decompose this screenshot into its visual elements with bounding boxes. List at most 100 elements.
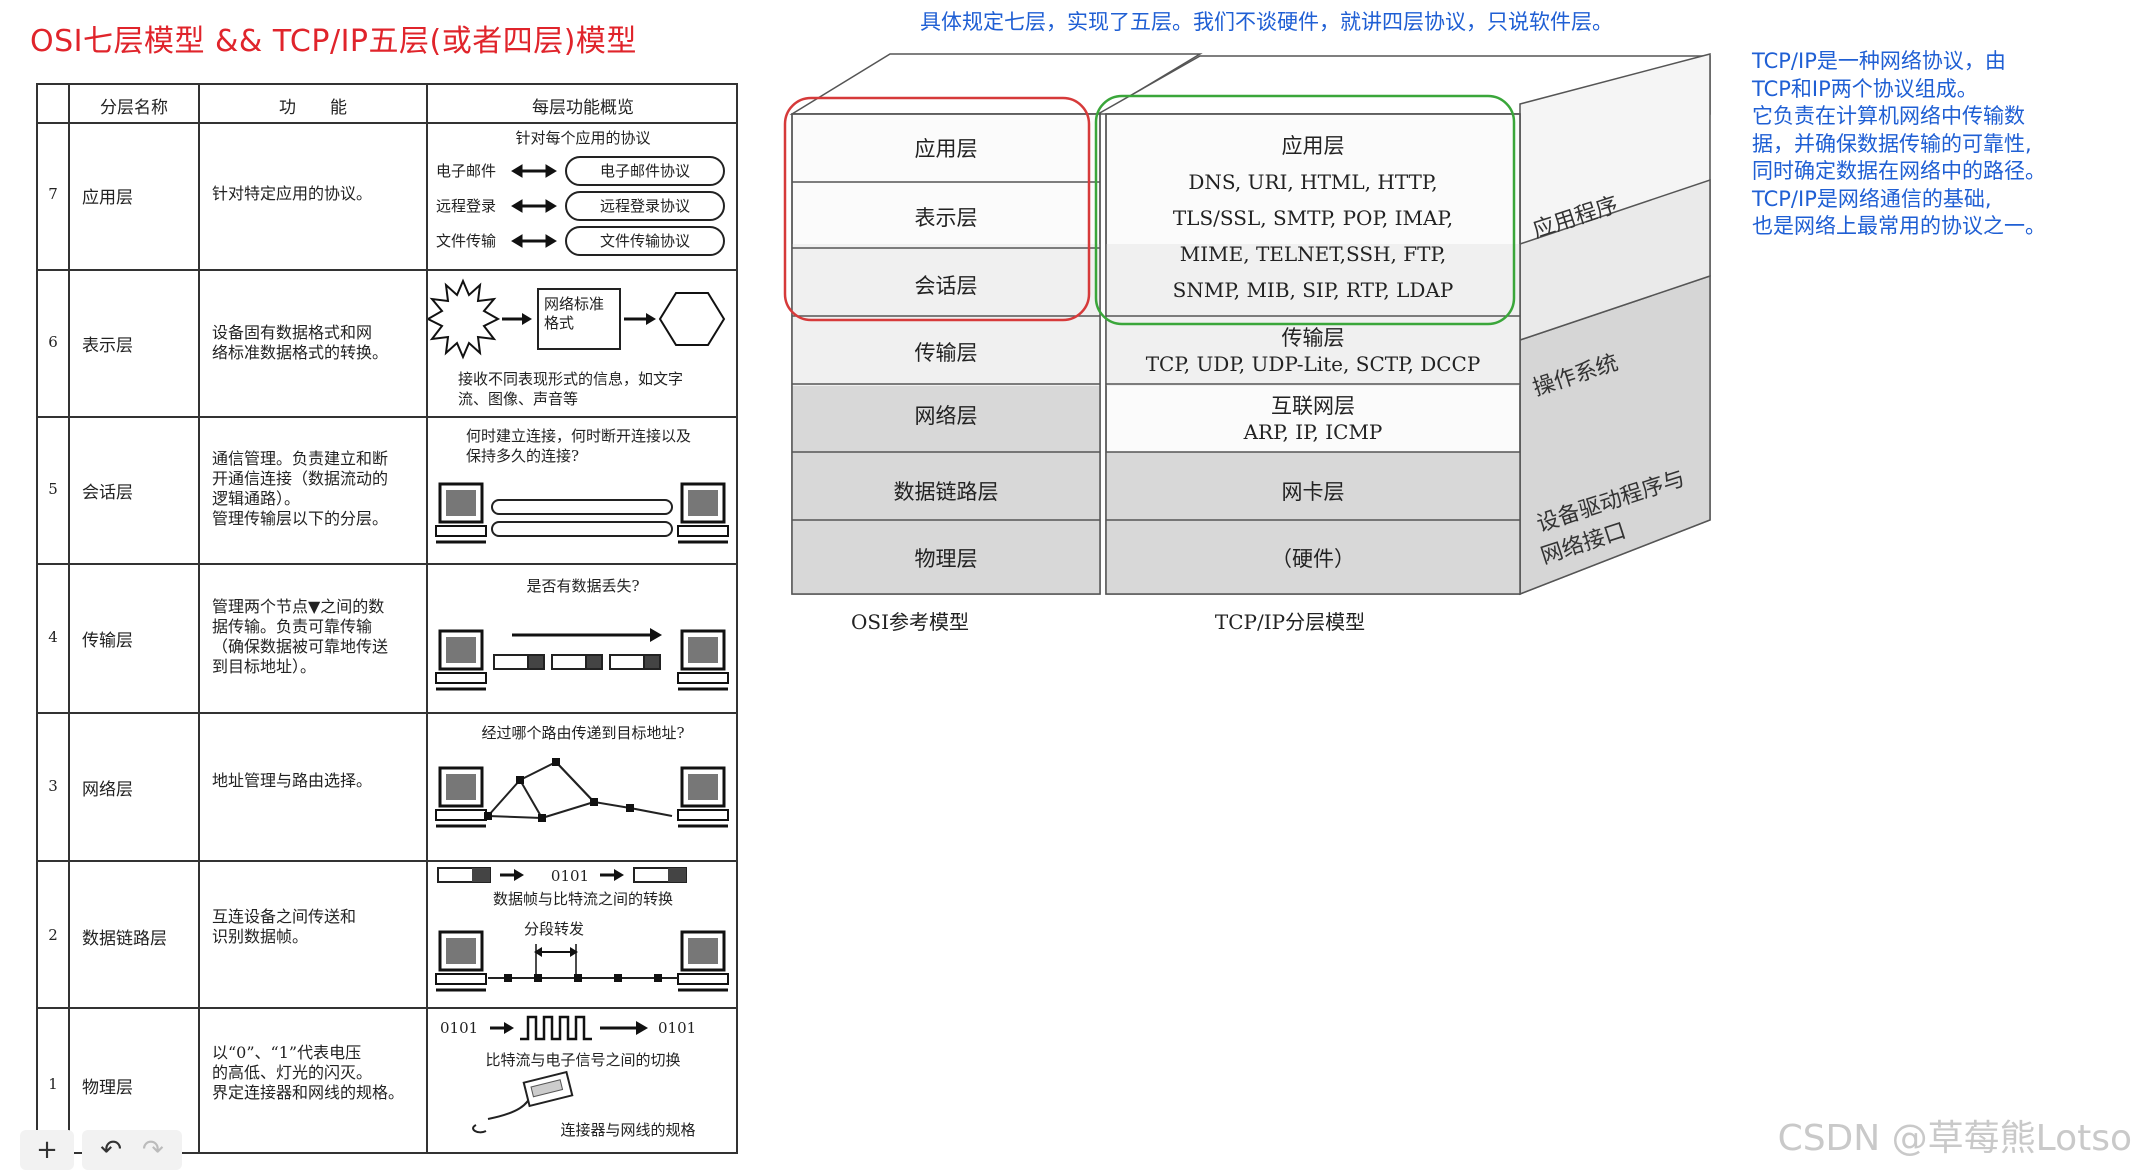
row-function: 管理两个节点▼之间的数 据传输。负责可靠传输 （确保数据被可靠地传送 到目标地址… — [200, 597, 426, 677]
row-number: 1 — [48, 1075, 58, 1093]
computer-icon-left — [435, 629, 487, 691]
row-layer-name: 物理层 — [82, 1078, 133, 1098]
row-number: 7 — [48, 185, 58, 203]
computer-icon-right — [677, 482, 729, 544]
signal-graphic — [472, 1015, 648, 1134]
side-note-line: 据，并确保数据传输的可靠性, — [1752, 131, 2032, 156]
redo-button[interactable]: ↷ — [142, 1135, 164, 1165]
osi-layer-label: 网络层 — [914, 404, 978, 428]
bits-label: 0101 — [658, 1019, 697, 1037]
row-overview-session: 何时建立连接，何时断开连接以及 保持多久的连接? — [428, 418, 738, 563]
overview-caption: 针对每个应用的协议 — [515, 129, 651, 147]
func-line: 络标准数据格式的转换。 — [212, 343, 389, 362]
layer-model-diagram: 应用层 表示层 会话层 传输层 网络层 数据链路层 物理层 应用层 DNS, U… — [780, 40, 1720, 640]
overview-caption: 何时建立连接，何时断开连接以及 保持多久的连接? — [466, 426, 736, 466]
row-overview-presentation: 网络标准 格式 接收不同表现形式的信息，如文字 流、图像、声音等 — [428, 271, 738, 416]
row-layer-name: 网络层 — [82, 780, 133, 800]
protocol-line: TLS/SSL, SMTP, POP, IMAP, — [1172, 206, 1454, 230]
func-line: 逻辑通路）。 — [212, 489, 301, 508]
page-title: OSI七层模型 && TCP/IP五层(或者四层)模型 — [30, 24, 637, 59]
header-layer-name: 分层名称 — [100, 98, 168, 118]
add-button[interactable]: + — [20, 1130, 74, 1170]
row-overview-network: 经过哪个路由传递到目标地址? — [428, 714, 738, 860]
side-note-line: TCP和IP两个协议组成。 — [1752, 76, 1978, 101]
computer-icon-left — [435, 482, 487, 544]
row-function: 以“0”、“1”代表电压 的高低、灯光的闪灭。 界定连接器和网线的规格。 — [200, 1043, 426, 1103]
side-note-line: 也是网络上最常用的协议之一。 — [1752, 214, 2046, 238]
caption-tcp: TCP/IP分层模型 — [1214, 610, 1366, 634]
overview-left-label: 电子邮件 — [436, 162, 497, 180]
overview-caption: 比特流与电子信号之间的切换 — [485, 1051, 681, 1069]
osi-layer-label: 会话层 — [914, 274, 978, 298]
computer-icon-right — [677, 629, 729, 691]
row-layer-name: 传输层 — [82, 631, 133, 651]
caption-line: 接收不同表现形式的信息，如文字 — [458, 370, 684, 388]
side-note-line: 同时确定数据在网络中的路径。 — [1752, 159, 2046, 183]
bits-label: 0101 — [440, 1019, 479, 1037]
tcp-network-title: 互联网层 — [1271, 394, 1355, 418]
caption-osi: OSI参考模型 — [851, 610, 969, 634]
func-line: 的高低、灯光的闪灭。 — [212, 1063, 373, 1082]
format-conversion-graphic — [428, 278, 726, 360]
computer-icon-right — [677, 766, 729, 828]
row-function: 互连设备之间传送和 识别数据帧。 — [200, 907, 426, 947]
tcp-nic-layer: 网卡层 — [1281, 480, 1345, 504]
connector-caption: 连接器与网线的规格 — [560, 1121, 696, 1139]
overview-caption: 是否有数据丢失? — [526, 577, 640, 595]
caption-line: 何时建立连接，何时断开连接以及 — [466, 427, 692, 445]
row-overview-datalink: 0101 数据帧与比特流之间的转换 分段转发 — [428, 862, 738, 1007]
protocol-line: MIME, TELNET,SSH, FTP, — [1179, 242, 1447, 266]
func-line: 互连设备之间传送和 — [212, 907, 357, 926]
tcp-transport-title: 传输层 — [1281, 326, 1345, 350]
top-annotation: 具体规定七层，实现了五层。我们不谈硬件，就讲四层协议，只说软件层。 — [920, 10, 1613, 34]
row-number: 4 — [48, 628, 58, 646]
side-note-line: TCP/IP是一种网络协议，由 — [1752, 49, 2006, 73]
row-number: 5 — [48, 480, 58, 498]
func-line: 设备固有数据格式和网 — [212, 323, 373, 342]
red-highlight-box — [783, 96, 1091, 322]
box-line: 格式 — [544, 314, 575, 332]
transport-graphic — [435, 628, 729, 691]
protocol-line: SNMP, MIB, SIP, RTP, LDAP — [1172, 278, 1454, 302]
connector-icon — [472, 1070, 574, 1134]
func-line: 针对特定应用的协议。 — [212, 184, 373, 203]
green-highlight-box — [1094, 94, 1516, 326]
osi-layer-label: 表示层 — [914, 206, 978, 230]
osi-layer-label: 传输层 — [914, 341, 978, 365]
side-annotation: TCP/IP是一种网络协议，由 TCP和IP两个协议组成。 它负责在计算机网络中… — [1752, 48, 2092, 241]
undo-button[interactable]: ↶ — [100, 1135, 122, 1165]
func-line: 识别数据帧。 — [212, 927, 309, 946]
format-box-label: 网络标准 格式 — [544, 295, 624, 333]
plus-icon: + — [36, 1135, 58, 1165]
row-function: 针对特定应用的协议。 — [200, 184, 426, 204]
tcp-transport-protocols: TCP, UDP, UDP-Lite, SCTP, DCCP — [1145, 352, 1481, 376]
row-function: 地址管理与路由选择。 — [200, 771, 426, 791]
overview-left-label: 文件传输 — [436, 232, 497, 250]
caption-line: 流、图像、声音等 — [458, 390, 579, 408]
overview-caption: 接收不同表现形式的信息，如文字 流、图像、声音等 — [458, 369, 738, 409]
layer-model-graphic — [783, 53, 1711, 596]
func-line: 到目标地址）。 — [212, 657, 317, 676]
osi-layer-label: 应用层 — [914, 137, 978, 161]
computer-icon-left — [435, 930, 487, 992]
row-overview-transport: 是否有数据丢失? — [428, 565, 738, 712]
row-number: 3 — [48, 777, 58, 795]
watermark: CSDN @草莓熊Lotso — [1777, 1118, 2132, 1159]
row-layer-name: 应用层 — [82, 188, 133, 208]
history-controls: ↶ ↷ — [82, 1130, 182, 1170]
osi-table: 分层名称 功 能 每层功能概览 7 应用层 针对特定应用的协议。 针对每个应用的… — [36, 83, 738, 1154]
tcp-application-title: 应用层 — [1281, 134, 1345, 158]
overview-caption: 经过哪个路由传递到目标地址? — [481, 724, 685, 742]
routing-graphic — [435, 758, 729, 828]
overview-caption: 数据帧与比特流之间的转换 — [492, 890, 673, 908]
bits-label: 0101 — [550, 867, 590, 885]
func-line: （确保数据被可靠地传送 — [212, 637, 389, 656]
box-line: 网络标准 — [544, 295, 605, 313]
func-line: 界定连接器和网线的规格。 — [212, 1083, 405, 1102]
datalink-graphic — [435, 867, 729, 992]
func-line: 管理传输层以下的分层。 — [212, 509, 389, 528]
segment-forward-label: 分段转发 — [523, 920, 584, 938]
computer-icon-right — [677, 930, 729, 992]
protocol-arrows — [511, 156, 725, 256]
func-line: 地址管理与路由选择。 — [212, 771, 373, 790]
